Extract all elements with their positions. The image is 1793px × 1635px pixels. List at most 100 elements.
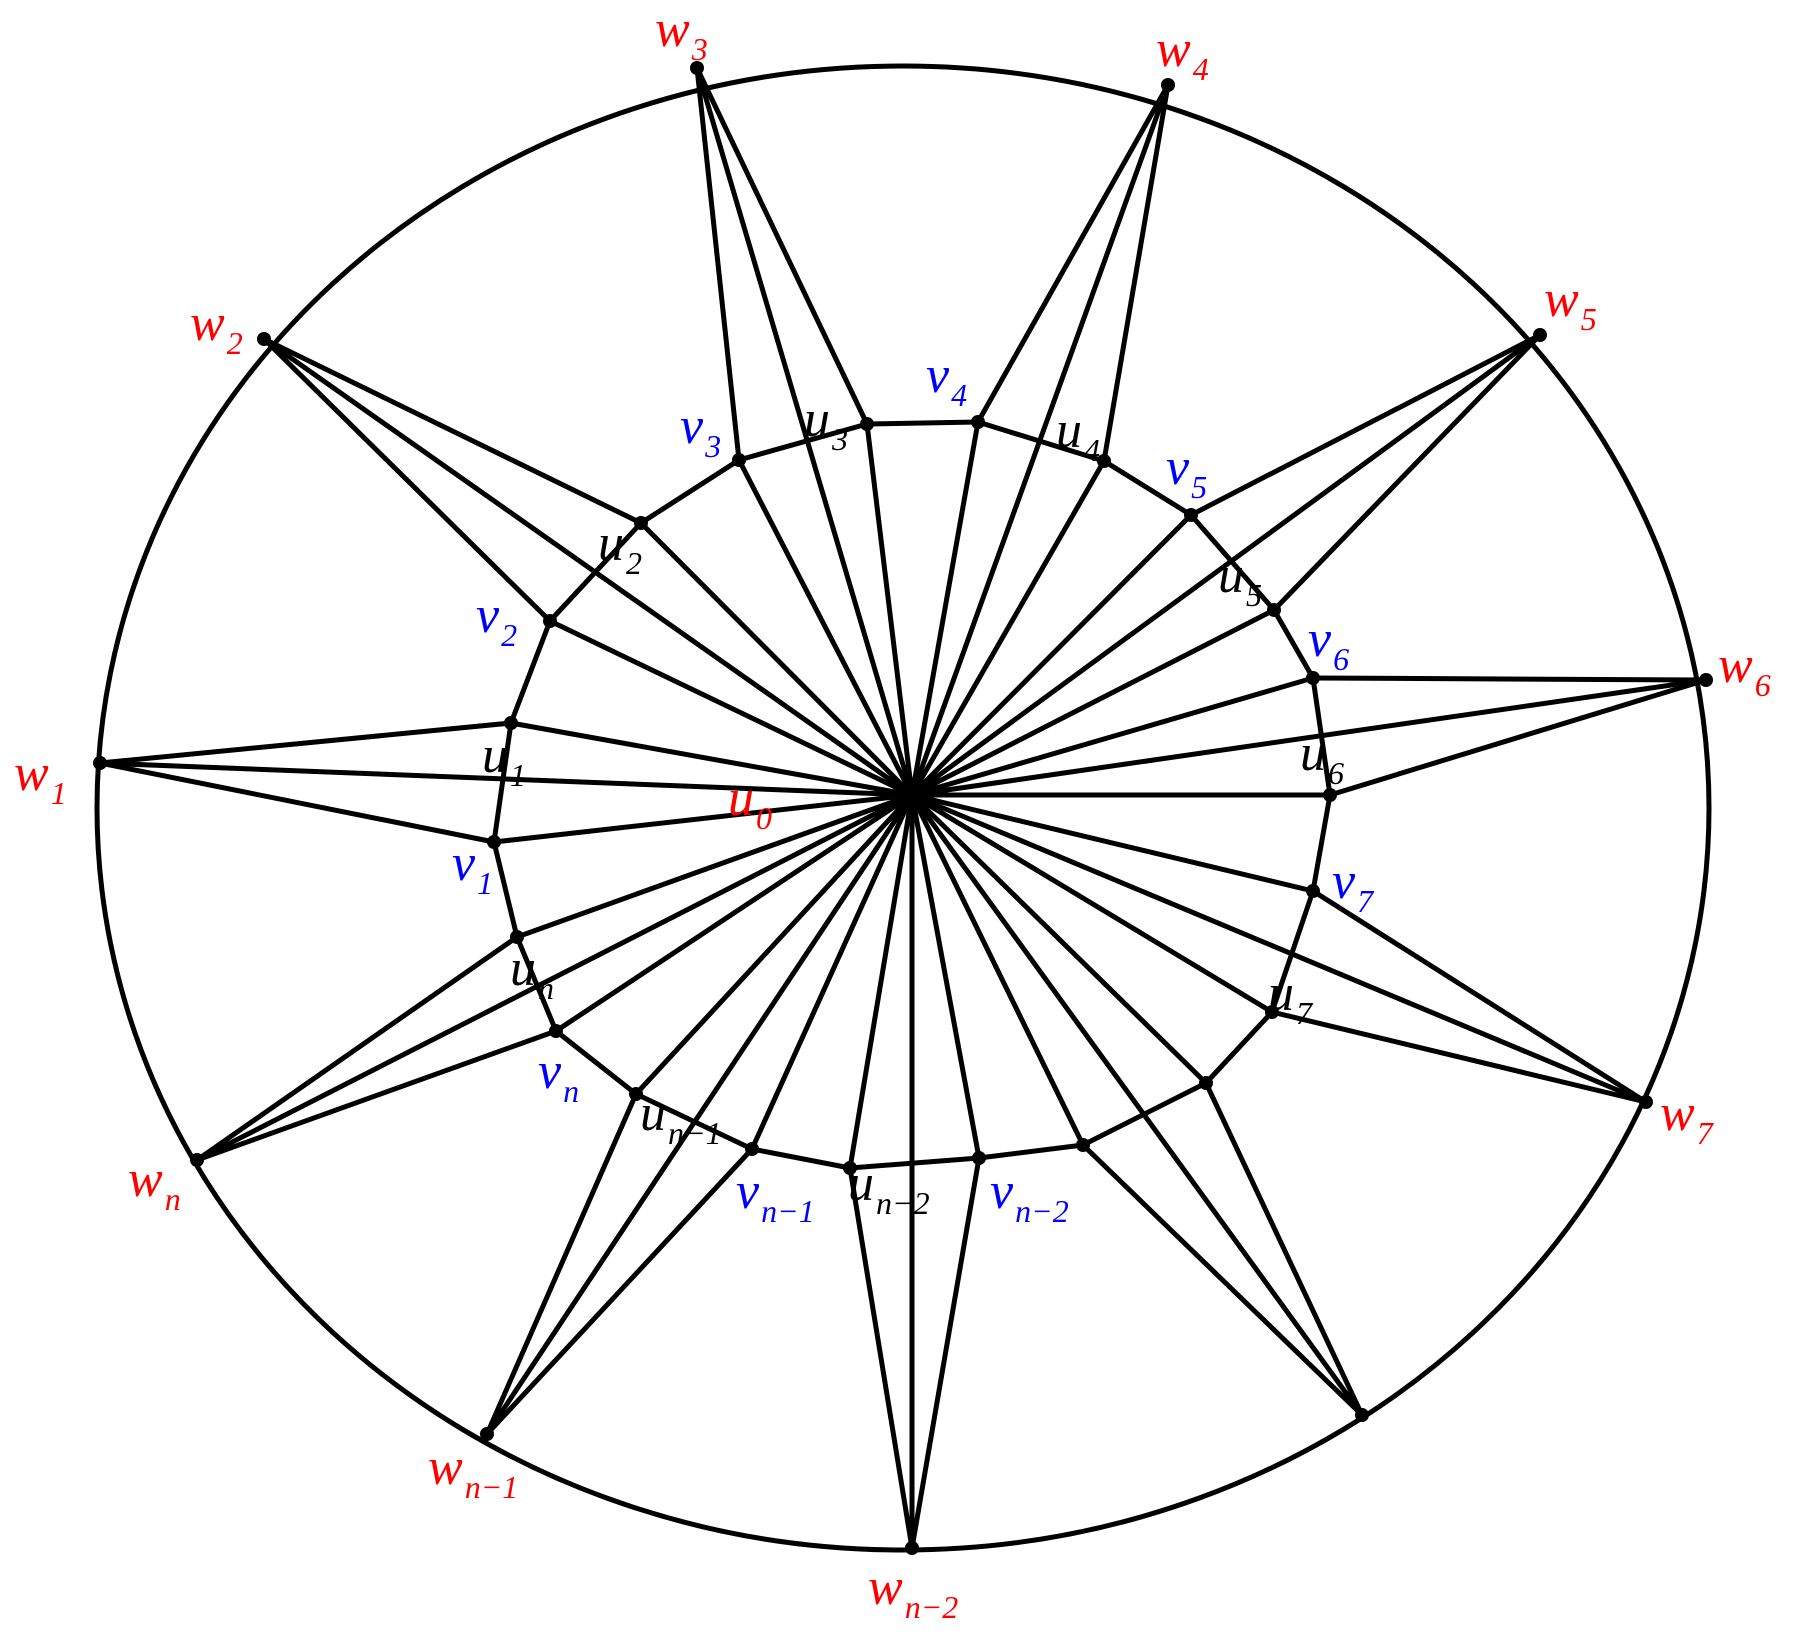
- edge-hub-v6: [909, 675, 1316, 798]
- edge-hub-v2: [547, 618, 915, 798]
- label-v7-base: v: [1332, 853, 1356, 910]
- ring-edge-u1-v2: [508, 618, 553, 726]
- label-un1-subscript: n−1: [668, 1115, 722, 1151]
- vertex-w2: [257, 332, 271, 346]
- edge-wn-un: [194, 934, 520, 1163]
- ring-edge-vn1-un1: [633, 1091, 755, 1152]
- label-w6-base: w: [1718, 637, 1753, 694]
- label-v5-subscript: 5: [1191, 469, 1207, 505]
- edge-hub-w1: [97, 760, 915, 798]
- label-w4-base: w: [1156, 21, 1191, 78]
- label-u7-subscript: 7: [1296, 995, 1314, 1031]
- edge-w6-v6: [1310, 675, 1709, 683]
- edge-hub-vn: [553, 792, 915, 1034]
- vertex-u1: [504, 716, 518, 730]
- ring-edge-u5-v6: [1271, 607, 1316, 681]
- label-wn2: wn−2: [868, 1559, 958, 1625]
- vertex-hub: [899, 782, 925, 808]
- edge-hub-v1: [491, 792, 915, 845]
- ring-edge-v1-u1: [491, 720, 514, 845]
- label-vn1: vn−1: [736, 1163, 815, 1229]
- ring-edge-u4-v5: [1101, 458, 1194, 518]
- label-un1: un−1: [640, 1085, 722, 1151]
- label-vn: vn: [538, 1043, 579, 1109]
- label-v7: v7: [1332, 853, 1375, 919]
- label-v2-subscript: 2: [501, 617, 517, 653]
- label-w2-base: w: [190, 295, 225, 352]
- label-u0-subscript: 0: [756, 800, 772, 836]
- label-u6-subscript: 6: [1328, 755, 1344, 791]
- edge-hub-v4: [909, 419, 981, 798]
- label-vn1-subscript: n−1: [761, 1193, 815, 1229]
- vertex-un: [510, 930, 524, 944]
- vertex-w1: [93, 756, 107, 770]
- label-un-base: u: [510, 940, 536, 997]
- label-un2-subscript: n−2: [876, 1185, 930, 1221]
- label-w6: w6: [1718, 637, 1771, 703]
- label-wn1: wn−1: [428, 1439, 518, 1505]
- label-wn: wn: [128, 1151, 181, 1217]
- label-u1: u1: [482, 727, 526, 793]
- label-vn1-base: v: [736, 1163, 760, 1220]
- label-u3-subscript: 3: [831, 421, 848, 457]
- edge-w4-u4: [1101, 82, 1171, 464]
- edge-hub-u7: [909, 792, 1275, 1015]
- label-v4: v4: [926, 347, 967, 413]
- edge-wn2-vn2: [909, 1155, 982, 1551]
- label-u7: u7: [1268, 965, 1314, 1031]
- label-un1-base: u: [640, 1085, 666, 1142]
- edge-hub-v3: [736, 457, 915, 798]
- ring-edge-v4-u4: [975, 419, 1107, 464]
- edge-w5-u5: [1271, 332, 1543, 613]
- label-un2: un−2: [848, 1155, 930, 1221]
- label-u0: u0: [728, 770, 772, 836]
- label-un: un: [510, 940, 554, 1006]
- label-v6-subscript: 6: [1333, 641, 1349, 677]
- edge-w7-u7: [1269, 1009, 1649, 1105]
- edge-hub-un2: [847, 792, 915, 1171]
- vertex-vA: [1076, 1138, 1090, 1152]
- edge-hub-un1: [633, 792, 915, 1097]
- ring-edge-vA-vn2: [976, 1142, 1086, 1161]
- label-wn-base: w: [128, 1151, 163, 1208]
- label-u6-base: u: [1300, 725, 1326, 782]
- vertex-u5: [1267, 603, 1281, 617]
- label-un2-base: u: [848, 1155, 874, 1212]
- label-wn-subscript: n: [165, 1181, 181, 1217]
- label-w3: w3: [655, 1, 708, 67]
- edges: [94, 63, 1712, 1553]
- edge-w2-u2: [261, 336, 644, 526]
- label-wn1-subscript: n−1: [465, 1469, 519, 1505]
- label-vn2-base: v: [990, 1163, 1014, 1220]
- ring-edge-uA-vA: [1080, 1080, 1209, 1148]
- vertex-vn2: [972, 1151, 986, 1165]
- label-v1-subscript: 1: [477, 865, 493, 901]
- edge-w5-v5: [1188, 332, 1543, 518]
- label-v6: v6: [1308, 611, 1349, 677]
- ring-edge-v7-u7: [1269, 888, 1316, 1015]
- edge-hub-vn2: [909, 792, 982, 1161]
- edge-hub-u5: [909, 607, 1277, 798]
- edge-hub-v5: [909, 512, 1194, 798]
- label-vn-subscript: n: [563, 1073, 579, 1109]
- ring-edge-u2-v3: [638, 457, 742, 526]
- edge-wn2-un2: [847, 1165, 915, 1551]
- label-u2-base: u: [598, 515, 624, 572]
- label-u4: u4: [1056, 402, 1100, 468]
- vertex-w5: [1533, 328, 1547, 342]
- label-wn1-base: w: [428, 1439, 463, 1496]
- label-v5-base: v: [1166, 439, 1190, 496]
- edge-wn1-un1: [484, 1091, 639, 1437]
- label-wn2-base: w: [868, 1559, 903, 1616]
- label-u1-base: u: [482, 727, 508, 784]
- vertex-v1: [487, 835, 501, 849]
- label-w5-subscript: 5: [1581, 301, 1597, 337]
- edge-hub-wn1: [484, 792, 915, 1437]
- vertex-w4: [1161, 78, 1175, 92]
- edge-hub-v7: [909, 792, 1316, 894]
- label-v3-subscript: 3: [704, 428, 721, 464]
- label-vn2-subscript: n−2: [1015, 1193, 1069, 1229]
- edge-hub-un: [514, 792, 915, 940]
- edge-hub-w5: [909, 332, 1543, 798]
- label-un-subscript: n: [538, 970, 554, 1006]
